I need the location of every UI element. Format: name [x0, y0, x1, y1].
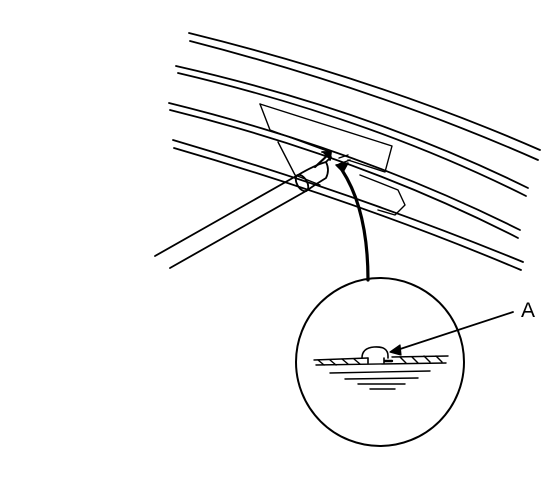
curved-panel-bottom	[172, 139, 524, 271]
detail-cross-section	[313, 355, 449, 390]
adhesive-tape-outline	[259, 103, 406, 216]
curved-panel-lower	[168, 102, 521, 239]
clip-at-panel	[338, 154, 351, 165]
clip-detail	[361, 346, 394, 364]
detail-leader-arrow	[335, 162, 370, 282]
detail-magnifier-circle	[295, 277, 465, 447]
callout-pointer	[389, 311, 514, 356]
tool-rod	[154, 156, 332, 269]
tool-tip-arrow	[313, 151, 332, 169]
curved-panel-upper	[188, 32, 541, 161]
curved-panel-middle	[175, 65, 529, 197]
callout-label-a: A	[521, 299, 536, 322]
